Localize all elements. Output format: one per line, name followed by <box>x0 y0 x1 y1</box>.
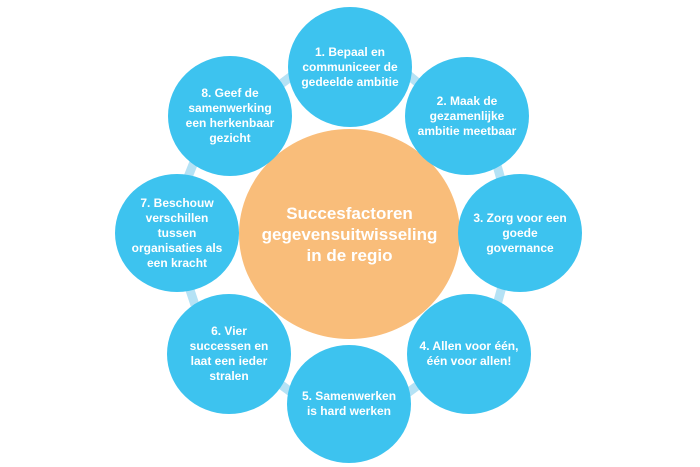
factor-1: 1. Bepaal en communiceer de gedeelde amb… <box>288 7 412 127</box>
factor-7-label: 7. Beschouw verschillen tussen organisat… <box>131 195 223 270</box>
factor-6: 6. Vier successen en laat een ieder stra… <box>167 294 291 414</box>
center-label: Succesfactoren gegevensuitwisseling in d… <box>261 203 438 265</box>
factor-8: 8. Geef de samenwerking een herkenbaar g… <box>168 56 292 176</box>
factor-5: 5. Samenwerken is hard werken <box>287 345 411 463</box>
factor-1-label: 1. Bepaal en communiceer de gedeelde amb… <box>301 44 399 89</box>
factor-6-label: 6. Vier successen en laat een ieder stra… <box>189 324 269 383</box>
factor-8-label: 8. Geef de samenwerking een herkenbaar g… <box>185 86 275 145</box>
factor-4: 4. Allen voor één, één voor allen! <box>407 294 531 414</box>
factor-3-label: 3. Zorg voor een goede governance <box>473 210 567 255</box>
factor-2-label: 2. Maak de gezamenlijke ambitie meetbaar <box>417 93 517 138</box>
factor-3: 3. Zorg voor een goede governance <box>458 174 582 292</box>
factor-4-label: 4. Allen voor één, één voor allen! <box>419 339 519 368</box>
factor-2: 2. Maak de gezamenlijke ambitie meetbaar <box>405 57 529 175</box>
factor-5-label: 5. Samenwerken is hard werken <box>301 389 397 418</box>
factor-7: 7. Beschouw verschillen tussen organisat… <box>115 174 239 292</box>
center-topic: Succesfactoren gegevensuitwisseling in d… <box>239 129 460 339</box>
